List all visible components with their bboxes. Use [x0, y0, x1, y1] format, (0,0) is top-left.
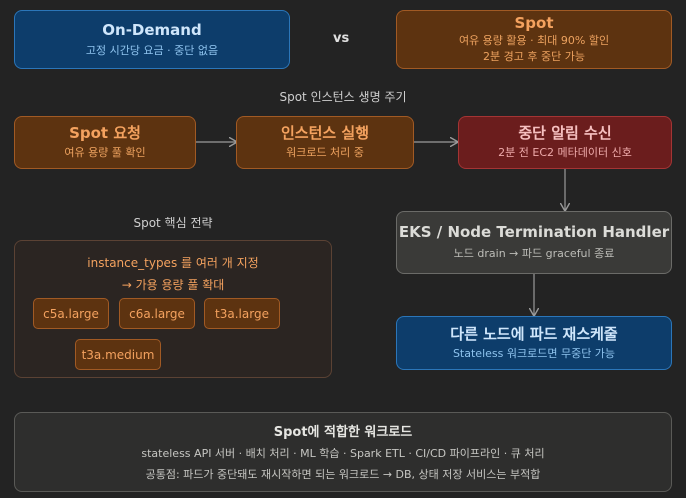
- ondemand-title: On-Demand: [102, 20, 202, 39]
- termination-handler-title: EKS / Node Termination Handler: [398, 223, 670, 241]
- termination-handler-node: EKS / Node Termination Handler 노드 drain …: [396, 211, 672, 274]
- strategy-heading: Spot 핵심 전략: [133, 216, 213, 230]
- spot-request-node: Spot 요청 여유 용량 풀 확인: [14, 116, 196, 169]
- ondemand-subtitle: 고정 시간당 요금 · 중단 없음: [85, 43, 219, 57]
- instance-running-subtitle: 워크로드 처리 중: [286, 146, 364, 159]
- interrupt-notice-node: 중단 알림 수신 2분 전 EC2 메타데이터 신호: [458, 116, 672, 169]
- workloads-note: 공통점: 파드가 중단돼도 재시작하면 되는 워크로드 → DB, 상태 저장 …: [145, 468, 541, 481]
- instance-running-title: 인스턴스 실행: [280, 124, 370, 142]
- strategy-line-2: → 가용 용량 풀 확대: [121, 278, 225, 292]
- strategy-line-1: instance_types 를 여러 개 지정: [87, 256, 259, 270]
- spot-card: Spot 여유 용량 활용 · 최대 90% 할인 2분 경고 후 중단 가능: [396, 10, 672, 69]
- instance-type-chip: c6a.large: [119, 298, 195, 329]
- reschedule-title: 다른 노드에 파드 재스케줄: [450, 324, 618, 343]
- workloads-title: Spot에 적합한 워크로드: [273, 425, 413, 440]
- instance-type-chip: t3a.large: [204, 298, 280, 329]
- lifecycle-heading: Spot 인스턴스 생명 주기: [279, 90, 407, 104]
- reschedule-node: 다른 노드에 파드 재스케줄 Stateless 워크로드면 무중단 가능: [396, 316, 672, 370]
- ondemand-card: On-Demand 고정 시간당 요금 · 중단 없음: [14, 10, 290, 69]
- spot-subtitle-warning: 2분 경고 후 중단 가능: [483, 50, 585, 63]
- strategy-panel: instance_types 를 여러 개 지정 → 가용 용량 풀 확대 c5…: [14, 240, 332, 378]
- workloads-panel: Spot에 적합한 워크로드 stateless API 서버 · 배치 처리 …: [14, 412, 672, 492]
- spot-title: Spot: [514, 14, 554, 32]
- spot-request-title: Spot 요청: [69, 124, 141, 142]
- instance-running-node: 인스턴스 실행 워크로드 처리 중: [236, 116, 414, 169]
- vs-label: vs: [333, 31, 350, 46]
- instance-type-chip: c5a.large: [33, 298, 109, 329]
- reschedule-subtitle: Stateless 워크로드면 무중단 가능: [452, 346, 616, 360]
- termination-handler-subtitle: 노드 drain → 파드 graceful 종료: [453, 247, 615, 260]
- instance-type-chip: t3a.medium: [75, 339, 161, 370]
- spot-subtitle-discount: 여유 용량 활용 · 최대 90% 할인: [458, 34, 610, 47]
- interrupt-notice-subtitle: 2분 전 EC2 메타데이터 신호: [498, 146, 632, 159]
- interrupt-notice-title: 중단 알림 수신: [518, 124, 612, 142]
- spot-request-subtitle: 여유 용량 풀 확인: [64, 146, 146, 159]
- workloads-list: stateless API 서버 · 배치 처리 · ML 학습 · Spark…: [141, 447, 545, 460]
